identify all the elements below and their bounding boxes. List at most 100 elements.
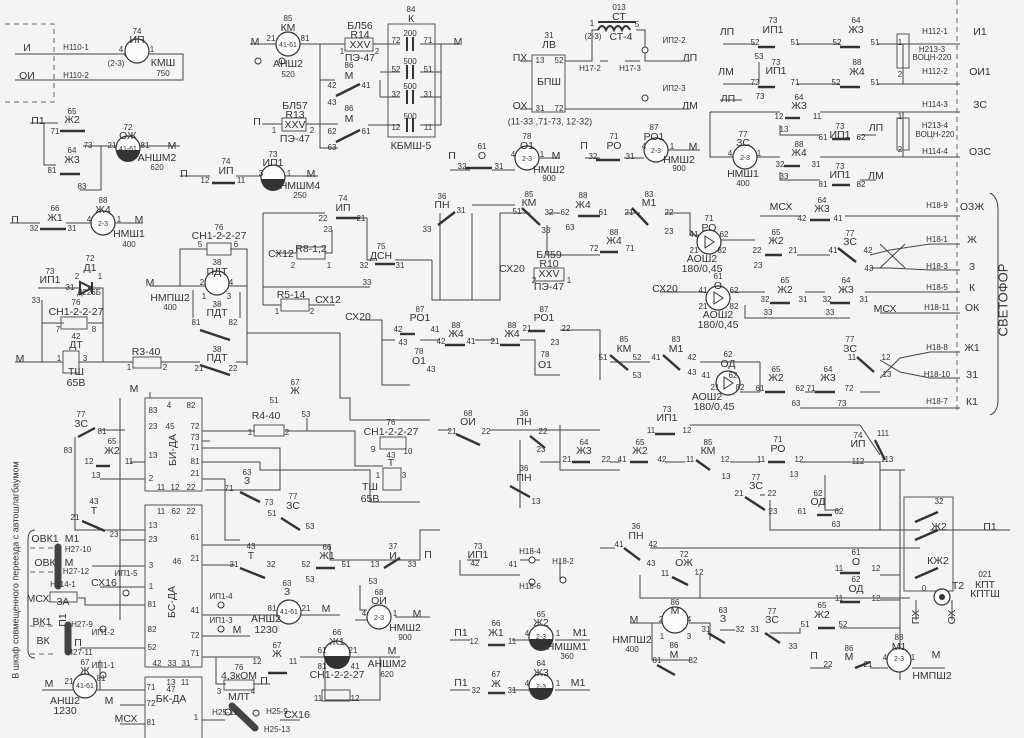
pdt-label: 6 [234,240,239,249]
signal_top-label: ЛП [720,26,734,38]
o1_ro1-label: 1 [670,142,675,151]
wire [202,447,281,491]
o1_ro1-label: 2-3 [651,148,661,155]
od_block-label: 62 [729,371,738,380]
pdt-label: 400 [163,303,177,312]
pn_block-label: 11 [757,455,766,464]
r14-label: XXV [349,39,370,51]
bottom_mid-label: ИП1 [468,549,489,561]
o_block-label: 41 [834,214,843,223]
o1_ro1-label: 32 [589,152,598,161]
bi_da-label: 12 [171,483,180,492]
bs_da-label: 46 [173,557,182,566]
relay-contact [383,556,401,570]
pdt-label: М [146,277,155,289]
kmsh-label: И [23,42,31,54]
signal_top-label: 52 [833,38,842,47]
bk_da-label: 11 [181,678,190,687]
od_block-label: 77 [846,335,855,344]
relay-contact [695,459,711,471]
kpt-label: 32 [935,497,944,506]
bottom_relays-label: 32 [472,686,481,695]
kmsh-label: ОИ [19,70,35,82]
m_block-label: 86 [671,598,680,607]
wire [431,213,473,301]
bs_da-label: 1 [149,582,154,591]
od_block-label: 13 [883,370,892,379]
o_block-label: 31 [799,295,808,304]
o_block-label: АОШ2 [703,309,734,321]
relay-contact [656,663,676,677]
terminal-icon [224,708,232,716]
signal_top-label: 51 [871,38,880,47]
wire [262,287,281,306]
m_block-label: П [810,650,818,662]
r4-label: 1 [248,428,253,437]
resistor-mlt [223,679,255,691]
kpt-label: Ж2 [931,521,947,533]
bs_da-label: 62 [172,507,181,516]
m_contacts-label: 86 [345,104,354,113]
signal_top-label: Н112-2 [922,67,948,76]
o1_ro1-label: 4 [511,150,516,159]
dt-label: 1 [57,354,62,363]
nmsh1a-label: 31 [68,224,77,233]
bi_da-label: 73 [191,433,200,442]
svetofor-label: Н18-8 [926,343,948,352]
relay-contact [662,354,681,371]
bottom_relays-label: 65 [537,610,546,619]
bottom_relays-label: Ж [491,678,501,690]
relay-j4 [90,210,116,236]
bottom_mid-label: 41 [615,540,624,549]
ro_block-label: 33 [423,225,432,234]
od_block-label: 61 [756,384,765,393]
terminal-icon [217,601,225,609]
wire [30,122,56,166]
kmsh-label: Н110-1 [63,43,89,52]
thermistor-tsh [379,436,407,450]
r8-label: 74 [339,194,348,203]
zs_j2-label: 23 [110,530,119,539]
bi_da-label: 23 [149,422,158,431]
bottom_relays-label: 66 [492,619,501,628]
od_block-label: 78 [541,350,550,359]
m_block-label: 31 [702,625,711,634]
pdt-label: 5 [198,240,203,249]
r4-label: 53 [302,410,311,419]
r14-label: БЛ56 [347,20,373,32]
relay-m1 [886,647,912,673]
z_relay-label: ИП1-3 [209,616,233,625]
ro_block-label: 23 [754,261,763,270]
pn_block-label: ПН [516,416,531,428]
m_block-label: 4 [883,653,888,662]
d1-label: Д1 [84,262,97,274]
relay-contact [856,356,875,373]
oi_relay-label: ОИ [371,595,387,607]
signal_top-label: 88 [853,58,862,67]
zs_j2-label: 65 [108,437,117,446]
m_block-label: 81 [653,656,662,665]
bottom_mid-label: 36 [632,522,641,531]
j1_anshm2-label: 12 [253,657,262,666]
m_block-label: 33 [789,642,798,651]
ro1_left-label: 41 [431,325,440,334]
signal_zs-label: ИП1 [830,169,851,181]
pn_block-label: 41 [618,455,627,464]
wire [559,425,620,471]
thermistor-j1 [321,689,351,702]
relay-pdt [204,270,230,296]
m_block-label: М1 [892,641,907,653]
pn_block-label: 61 [798,507,807,516]
pn_block-label: 21 [448,427,457,436]
dt-label: СН1-2-2-27 [49,306,104,318]
z_zs-label: 37 [389,542,398,551]
signal_zs-label: 13 [780,125,789,134]
bs_da-label: 42 [153,659,162,668]
nmshm4-label: ИП1 [263,157,284,169]
svetofor-label: Ж [967,234,977,246]
signal_top-label: ЛМ [718,66,734,78]
m_contacts-label: 43 [328,98,337,107]
svetofor-label: Н18-9 [926,201,948,210]
z_zs-label: Т [248,550,255,562]
tsh2-label: 76 [387,418,396,427]
